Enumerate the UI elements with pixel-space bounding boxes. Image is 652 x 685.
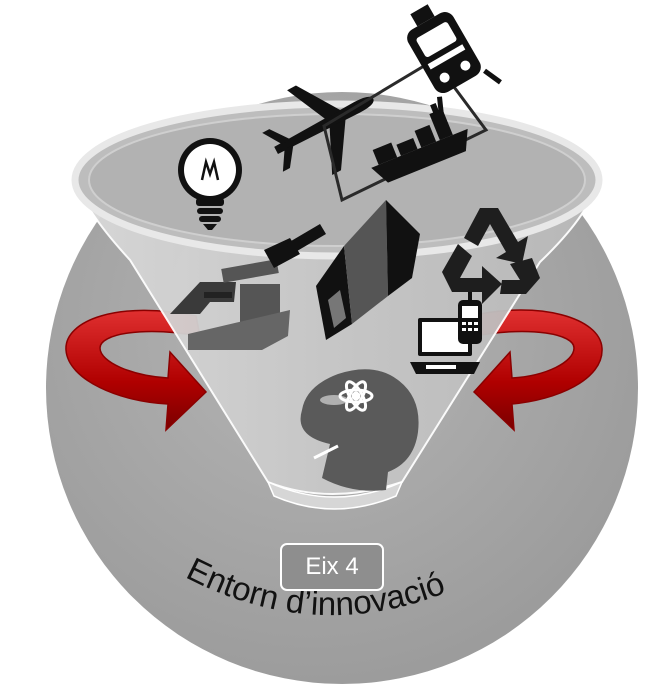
axis-badge-label: Eix 4 xyxy=(305,553,359,580)
rotation-arrow-left-icon xyxy=(65,309,208,432)
route-line xyxy=(322,58,489,203)
light-bulb-icon xyxy=(178,138,242,230)
folded-map-icon xyxy=(316,200,420,340)
mobile-phone-icon xyxy=(458,292,482,344)
rotation-arrow-right-icon xyxy=(469,309,603,432)
axis-badge: Eix 4 xyxy=(280,543,384,591)
atom-icon xyxy=(338,380,374,412)
train-icon xyxy=(407,4,502,117)
microscope-icon xyxy=(170,224,326,350)
cargo-ship-icon xyxy=(371,102,468,183)
head-with-atom-icon xyxy=(300,369,419,491)
recycle-icon xyxy=(442,208,540,304)
